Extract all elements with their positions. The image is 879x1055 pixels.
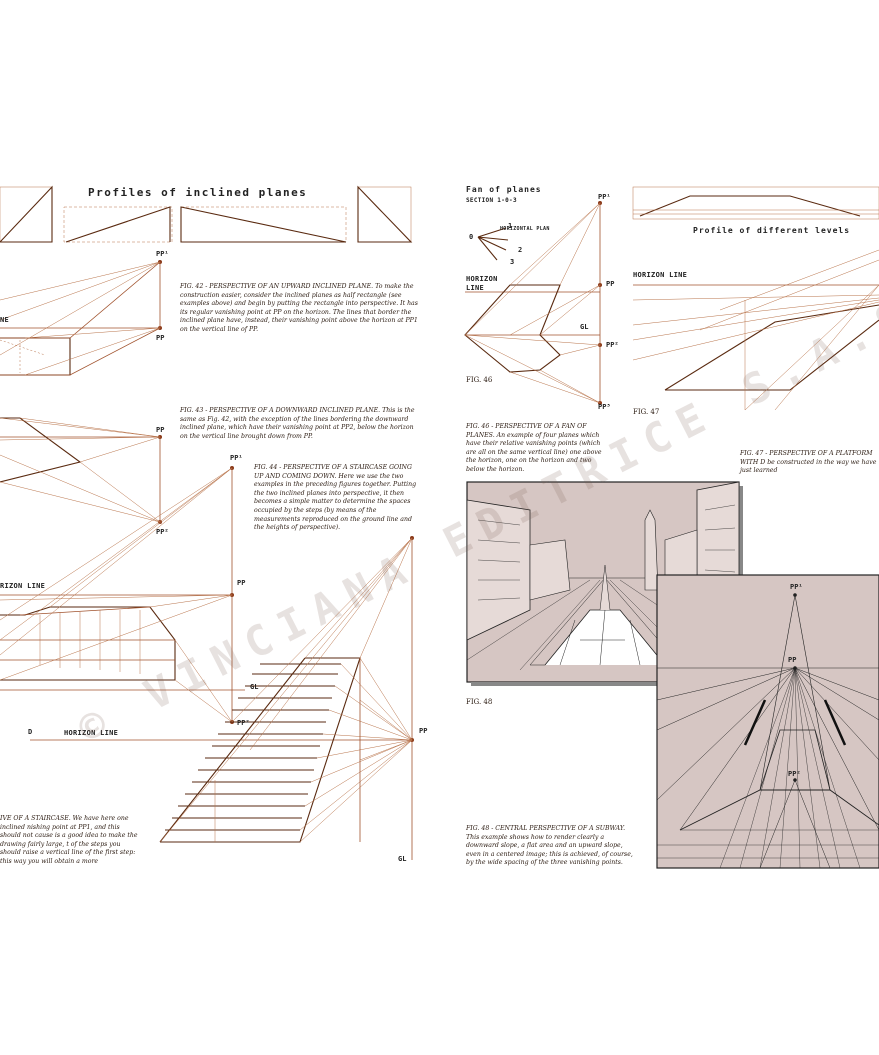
label-d: D xyxy=(28,728,33,736)
label-pp2-fig43: PP² xyxy=(156,528,169,536)
label-pp1-fig42: PP¹ xyxy=(156,250,169,258)
fig47-profile xyxy=(632,186,879,220)
label-gl-fig44: GL xyxy=(250,683,259,691)
fig47-label: FIG. 47 xyxy=(633,408,660,416)
fig48-subway-diagram xyxy=(656,574,879,869)
caption-fig48: FIG. 48 - CENTRAL PERSPECTIVE OF A SUBWA… xyxy=(466,825,633,867)
label-pp-fig44: PP xyxy=(237,579,246,587)
fig45-staircase xyxy=(30,536,414,860)
fig42-diagram xyxy=(0,260,162,376)
label-gl-fig46: GL xyxy=(580,323,589,331)
label-pp-fig46: PP xyxy=(606,280,615,288)
fig44-diagram xyxy=(0,466,245,724)
profile-boxes xyxy=(0,185,413,243)
label-line-fig42: NE xyxy=(0,316,10,324)
label-pp-fig42: PP xyxy=(156,334,165,342)
fig46-label: FIG. 46 xyxy=(466,376,493,384)
horizontal-plan-label: HORIZONTAL PLAN xyxy=(500,226,550,232)
label-pp1-fig44: PP¹ xyxy=(230,454,243,462)
label-pp-fig45: PP xyxy=(419,727,428,735)
label-pp1-fig46: PP¹ xyxy=(598,193,611,201)
label-horizon-fig45: HORIZON LINE xyxy=(64,729,119,737)
caption-fig42: FIG. 42 - PERSPECTIVE OF AN UPWARD INCLI… xyxy=(180,283,418,333)
horizon-line-fig47: HORIZON LINE xyxy=(633,271,688,279)
caption-fig45: IVE OF A STAIRCASE. We have here one inc… xyxy=(0,815,138,865)
fig48-label: FIG. 48 xyxy=(466,698,493,706)
label-pp2-fig46: PP² xyxy=(606,341,619,349)
fan-title: Fan of planes xyxy=(466,185,542,194)
label-pp2-fig44: PP² xyxy=(237,719,250,727)
fan-section: SECTION 1-0-3 xyxy=(466,197,517,204)
label-horizon-fig44: RIZON LINE xyxy=(0,582,46,590)
caption-fig43: FIG. 43 - PERSPECTIVE OF A DOWNWARD INCL… xyxy=(180,407,415,440)
horizon-line-fig46: HORIZON LINE xyxy=(466,275,498,292)
fig43-diagram xyxy=(0,417,162,524)
fan-number-2: 2 xyxy=(518,246,523,254)
label-pp1-fig48: PP¹ xyxy=(790,583,803,591)
fan-number-1: 1 xyxy=(508,222,513,230)
label-pp-fig43: PP xyxy=(156,426,165,434)
caption-fig44: FIG. 44 - PERSPECTIVE OF A STAIRCASE GOI… xyxy=(254,464,417,532)
label-pp-fig48: PP xyxy=(788,656,797,664)
fig46-fan xyxy=(464,201,602,405)
caption-fig46: FIG. 46 - PERSPECTIVE OF A FAN OF PLANES… xyxy=(466,423,602,473)
left-page-title: Profiles of inclined planes xyxy=(88,186,308,199)
label-pp3-fig46: PP³ xyxy=(598,403,611,411)
fan-number-0: 0 xyxy=(469,233,474,241)
fig47-diagram xyxy=(632,249,879,411)
caption-fig47: FIG. 47 - PERSPECTIVE OF A PLATFORM WITH… xyxy=(740,450,877,475)
fan-number-3: 3 xyxy=(510,258,515,266)
label-gl-fig45: GL xyxy=(398,855,407,863)
label-pp2-fig48: PP² xyxy=(788,770,801,778)
profile-levels-title: Profile of different levels xyxy=(693,226,851,235)
